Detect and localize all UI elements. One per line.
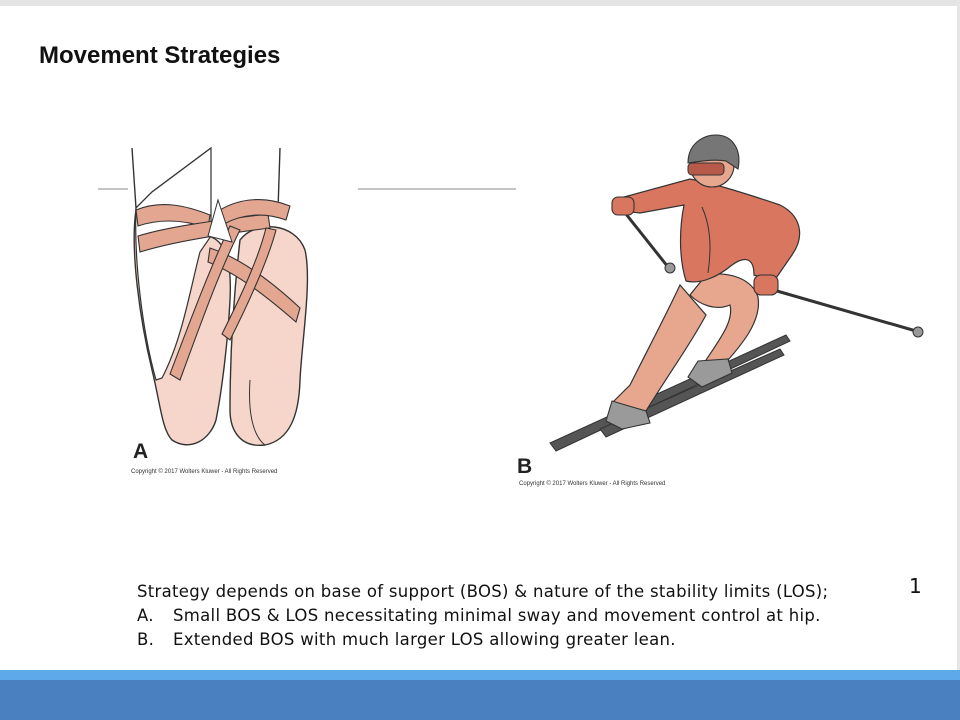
footer-accent-bar	[0, 670, 960, 680]
caption-block: Strategy depends on base of support (BOS…	[137, 580, 828, 652]
caption-item-b: B. Extended BOS with much larger LOS allo…	[137, 628, 828, 652]
figure-b-label: B	[517, 455, 533, 478]
caption-item-a-text: Small BOS & LOS necessitating minimal sw…	[173, 606, 821, 625]
figure-a-copyright: Copyright © 2017 Wolters Kluwer - All Ri…	[131, 469, 278, 475]
slide-number: 1	[909, 574, 922, 598]
caption-intro: Strategy depends on base of support (BOS…	[137, 582, 829, 601]
skier-icon	[358, 134, 924, 452]
slide-right-border	[957, 0, 960, 720]
figure-b-copyright: Copyright © 2017 Wolters Kluwer - All Ri…	[519, 481, 666, 487]
caption-item-b-marker: B.	[137, 630, 155, 649]
caption-item-a-marker: A.	[137, 606, 154, 625]
slide-title: Movement Strategies	[39, 42, 281, 69]
footer-bar	[0, 680, 960, 720]
caption-item-b-text: Extended BOS with much larger LOS allowi…	[173, 630, 676, 649]
figure-a-label: A	[133, 440, 149, 463]
slide-top-border	[0, 0, 960, 6]
ballet-pointe-shoes-icon	[98, 146, 309, 446]
caption-item-a: A. Small BOS & LOS necessitating minimal …	[137, 604, 828, 628]
